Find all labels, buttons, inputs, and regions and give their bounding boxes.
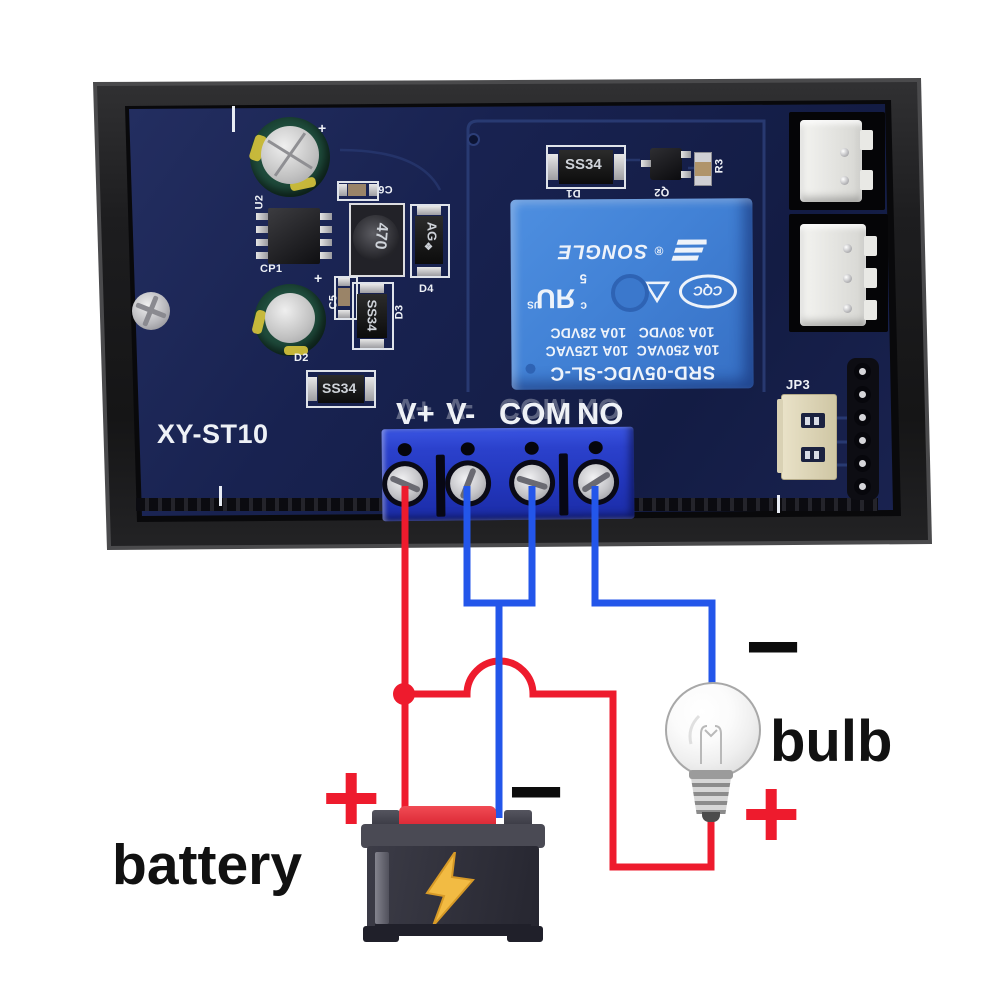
xh-connector-2pin-icon bbox=[800, 120, 873, 202]
terminal-label-com: COM bbox=[499, 396, 572, 431]
silkscreen-tick bbox=[219, 486, 222, 506]
ref-d4: D4 bbox=[419, 283, 434, 295]
terminal-label-vplus: V+ bbox=[396, 396, 435, 431]
silkscreen-tick bbox=[777, 495, 780, 513]
ref-jp3: JP3 bbox=[786, 377, 811, 392]
board-model-label: XY-ST10 bbox=[157, 419, 269, 449]
bulb-plus-sign: + bbox=[742, 758, 801, 870]
bulb-screw-base bbox=[691, 778, 731, 814]
battery-plus-sign: + bbox=[322, 742, 381, 854]
battery-bottom-band bbox=[375, 924, 531, 936]
electrolytic-capacitor-icon bbox=[248, 117, 330, 197]
wire-vminus-com-jumper bbox=[463, 486, 536, 607]
relay-icon: SRD-05VDC-SL-C 10A 250VAC 10A 125VAC 10A… bbox=[510, 198, 754, 390]
bulb-minus-sign: − bbox=[745, 593, 802, 700]
smd-capacitor-icon bbox=[334, 276, 358, 320]
smd-resistor-icon bbox=[694, 152, 712, 186]
mounting-screw-icon bbox=[132, 292, 170, 330]
electrolytic-capacitor-icon bbox=[251, 284, 326, 356]
battery-label: battery bbox=[112, 833, 303, 897]
xh-connector-3pin-icon bbox=[800, 224, 877, 326]
ic-chip-icon bbox=[268, 208, 320, 264]
silkscreen-tick bbox=[232, 106, 235, 132]
diode-icon: SS34 bbox=[306, 370, 376, 408]
jp3-connector-icon bbox=[777, 394, 837, 480]
pcb-via bbox=[467, 133, 480, 146]
ref-d2: D2 bbox=[294, 352, 309, 364]
songle-flag-icon bbox=[671, 239, 707, 261]
wire-no-to-bulb bbox=[591, 486, 716, 690]
diode-icon: SS34 bbox=[546, 145, 626, 189]
inductor-icon: 470 bbox=[349, 203, 405, 277]
polarity-plus-mark: + bbox=[314, 270, 323, 286]
lightning-bolt-icon bbox=[425, 852, 475, 926]
bulb-collar bbox=[689, 770, 733, 779]
relay-print: SRD-05VDC-SL-C 10A 250VAC 10A 125VAC 10A… bbox=[510, 198, 753, 390]
wire-junction-dot bbox=[393, 683, 415, 705]
smd-capacitor-icon bbox=[337, 181, 379, 201]
terminal-label-vminus: V- bbox=[446, 396, 476, 431]
ref-cp1: CP1 bbox=[260, 263, 283, 275]
triangle-cert-icon bbox=[643, 281, 671, 304]
bulb-filament bbox=[688, 714, 722, 764]
bulb-contact-tip bbox=[702, 812, 720, 822]
battery-minus-sign: − bbox=[508, 738, 565, 845]
terminal-label-no: NO bbox=[577, 396, 624, 431]
solder-pad-strip bbox=[847, 358, 879, 500]
diode-icon: SS34 bbox=[352, 282, 394, 350]
polarity-plus-mark: + bbox=[318, 120, 327, 136]
transistor-icon bbox=[650, 148, 682, 180]
battery-top-band bbox=[361, 824, 545, 848]
battery-body-icon bbox=[367, 846, 539, 930]
bulb-icon bbox=[665, 682, 761, 778]
diode-icon: AG ❖ bbox=[410, 204, 450, 278]
wire-positive-to-bulb bbox=[404, 657, 715, 871]
bulb-label: bulb bbox=[770, 709, 893, 774]
